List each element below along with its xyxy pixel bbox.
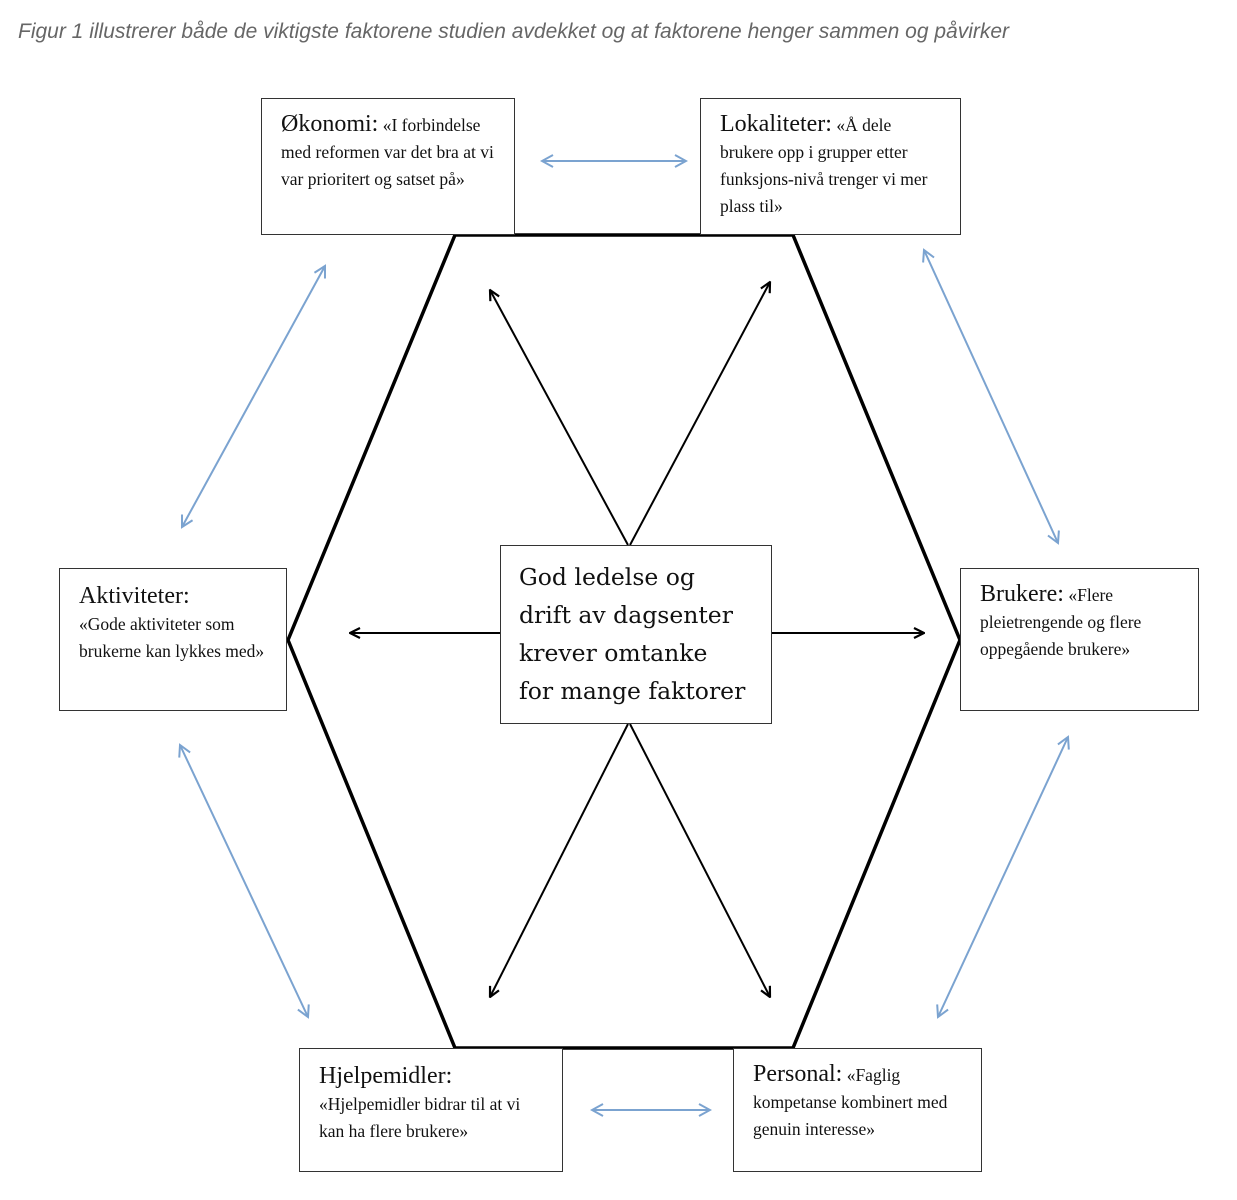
factor-title-okonomi: Økonomi: [281,111,379,137]
center-line-4: for mange faktorer [519,677,746,705]
arrow-center-to-lokaliteter [629,282,770,546]
center-statement-box: God ledelse og drift av dagsenter krever… [500,545,772,724]
factor-quote-personal: «Faglig kompetanse kombinert med genuin … [753,1065,948,1139]
link-brukere-personal [938,737,1068,1017]
factor-box-lokaliteter: Lokaliteter: «Å dele brukere opp i grupp… [700,98,961,235]
factor-box-hjelpemidler: Hjelpemidler: «Hjelpemidler bidrar til a… [299,1048,563,1172]
factor-box-okonomi: Økonomi: «I forbindelse med reformen var… [261,98,515,235]
factor-title-personal: Personal: [753,1061,843,1087]
arrow-center-to-hjelpemidler [490,723,629,997]
factor-quote-okonomi: «I forbindelse med reformen var det bra … [281,115,494,189]
link-okonomi-aktiviteter [182,266,325,527]
center-line-2: drift av dagsenter [519,601,733,629]
figure-caption: Figur 1 illustrerer både de viktigste fa… [18,20,1010,43]
factor-title-aktiviteter: Aktiviteter: [79,583,190,609]
arrow-center-to-okonomi [490,290,629,546]
factor-box-personal: Personal: «Faglig kompetanse kombinert m… [733,1048,982,1172]
factor-box-brukere: Brukere: «Flere pleietrengende og flere … [960,568,1199,711]
factor-title-hjelpemidler: Hjelpemidler: [319,1063,453,1089]
factor-title-lokaliteter: Lokaliteter: [720,111,832,137]
factor-quote-hjelpemidler: «Hjelpemidler bidrar til at vi kan ha fl… [319,1094,521,1141]
factor-title-brukere: Brukere: [980,581,1064,607]
factor-quote-brukere: «Flere pleietrengende og flere oppegåend… [980,585,1142,659]
factor-quote-aktiviteter: «Gode aktiviteter som brukerne kan lykke… [79,614,265,661]
factor-box-aktiviteter: Aktiviteter: «Gode aktiviteter som bruke… [59,568,287,711]
factor-quote-lokaliteter: «Å dele brukere opp i grupper etter funk… [720,115,928,216]
arrow-center-to-personal [629,723,770,997]
center-line-3: krever omtanke [519,639,708,667]
link-aktiviteter-hjelpemidler [180,745,308,1017]
link-lokaliteter-brukere [924,250,1058,543]
center-line-1: God ledelse og [519,563,695,591]
